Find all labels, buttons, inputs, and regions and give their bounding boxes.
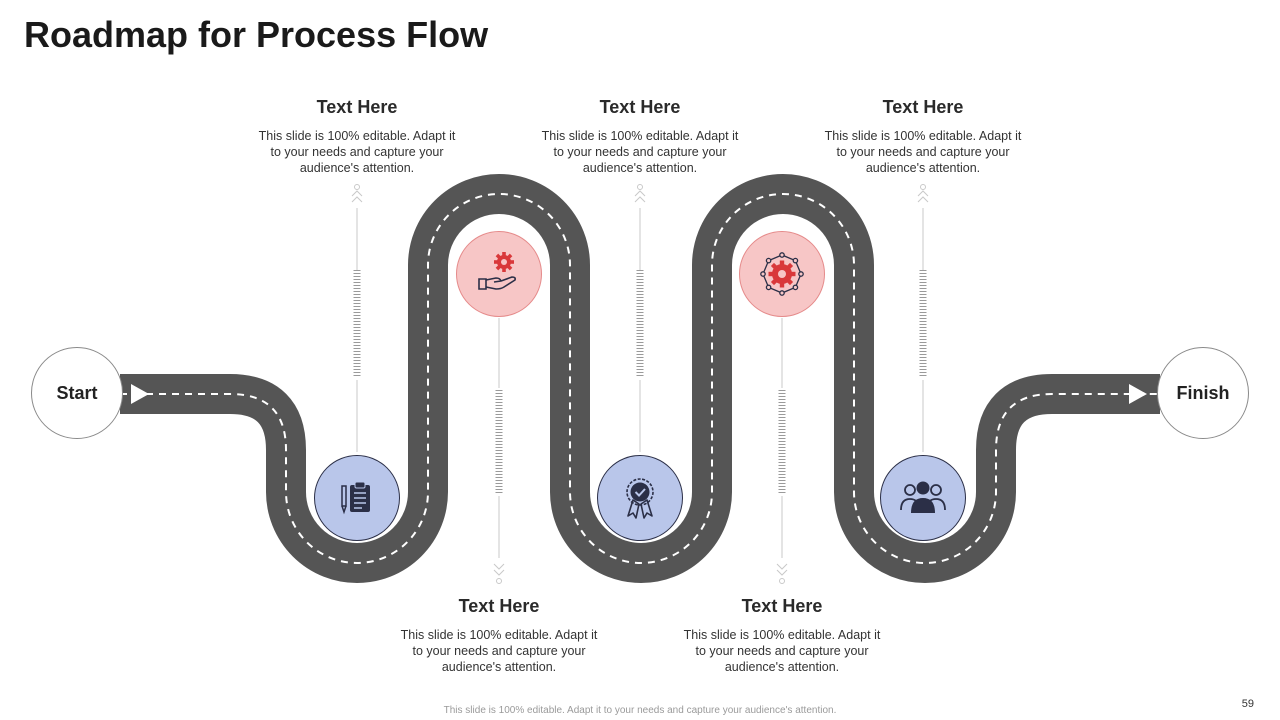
- step-1-text: Text Here This slide is 100% editable. A…: [252, 97, 462, 176]
- network-gear-icon: [760, 252, 804, 296]
- step-5-icon-circle: [880, 455, 966, 541]
- connector-step-1: [351, 184, 363, 452]
- award-badge-icon: [626, 478, 654, 519]
- step-4-text: Text Here This slide is 100% editable. A…: [677, 596, 887, 675]
- step-3-body: This slide is 100% editable. Adapt it to…: [541, 129, 739, 175]
- step-2-heading: Text Here: [458, 596, 540, 616]
- step-2-icon-circle: [456, 231, 542, 317]
- road-lane-markings: [120, 193, 1160, 564]
- step-4-heading: Text Here: [741, 596, 823, 616]
- step-3-icon-circle: [597, 455, 683, 541]
- step-3-text: Text Here This slide is 100% editable. A…: [535, 97, 745, 176]
- step-5-text: Text Here This slide is 100% editable. A…: [818, 97, 1028, 176]
- page-number: 59: [1241, 698, 1254, 710]
- step-2-body: This slide is 100% editable. Adapt it to…: [400, 628, 598, 674]
- step-3-heading: Text Here: [599, 97, 681, 117]
- finish-arrow-icon: [1129, 384, 1147, 404]
- step-4-body: This slide is 100% editable. Adapt it to…: [683, 628, 881, 674]
- team-users-icon: [900, 481, 946, 513]
- step-2-text: Text Here This slide is 100% editable. A…: [394, 596, 604, 675]
- page-title: Roadmap for Process Flow: [24, 14, 489, 55]
- step-5-body: This slide is 100% editable. Adapt it to…: [824, 129, 1022, 175]
- start-arrow-icon: [131, 384, 149, 404]
- clipboard-icon: [341, 481, 370, 515]
- gear-hand-icon: [478, 252, 516, 290]
- step-1-heading: Text Here: [316, 97, 398, 117]
- connector-step-2: [493, 318, 505, 584]
- step-1-body: This slide is 100% editable. Adapt it to…: [258, 129, 456, 175]
- connector-step-3: [634, 184, 646, 452]
- footer-note: This slide is 100% editable. Adapt it to…: [443, 705, 837, 716]
- step-1-icon-circle: [314, 455, 400, 541]
- start-node: Start: [31, 347, 123, 439]
- finish-label: Finish: [1176, 382, 1230, 403]
- finish-node: Finish: [1157, 347, 1249, 439]
- connector-step-4: [776, 318, 788, 584]
- connector-step-5: [917, 184, 929, 452]
- step-5-heading: Text Here: [882, 97, 964, 117]
- start-label: Start: [56, 382, 98, 403]
- step-4-icon-circle: [739, 231, 825, 317]
